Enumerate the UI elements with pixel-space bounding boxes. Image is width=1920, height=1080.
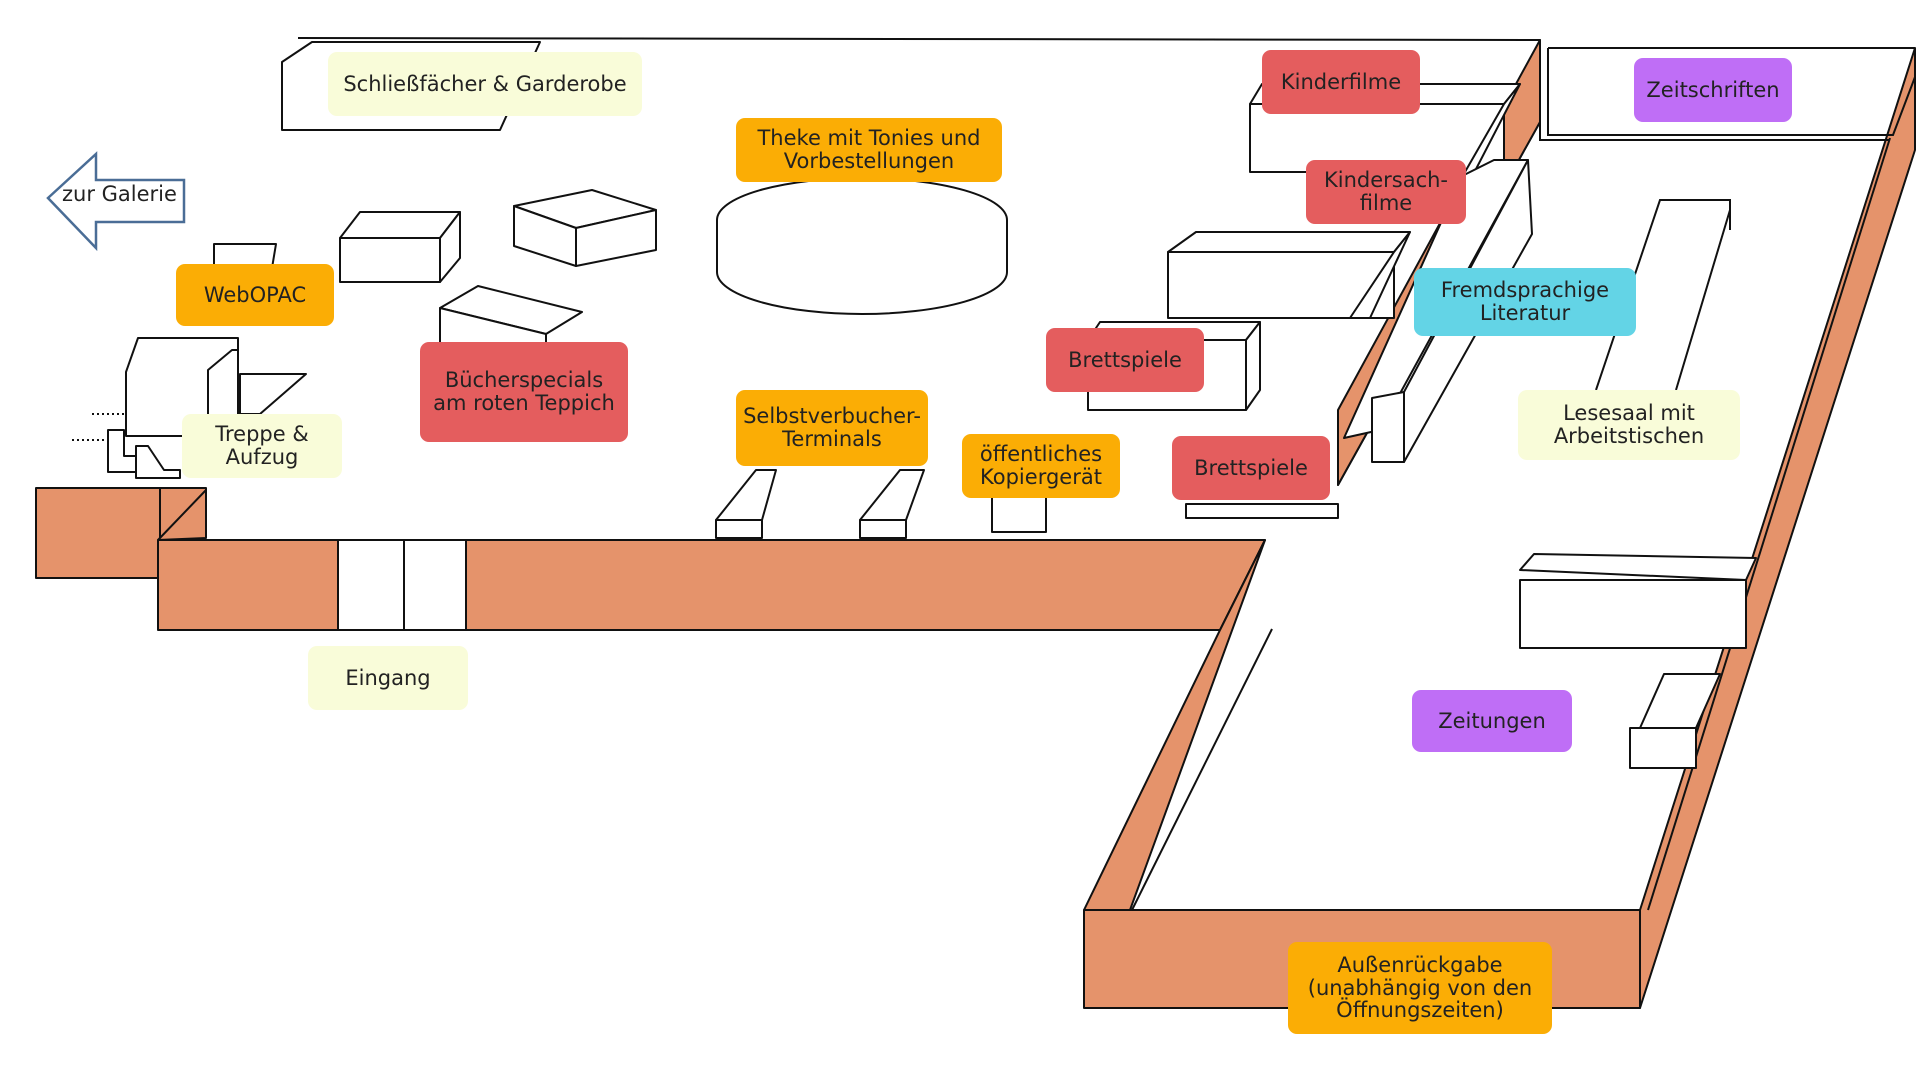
foreign-box <box>1371 391 1405 463</box>
label-copier: öffentliches Kopiergerät <box>962 434 1120 498</box>
reading-table-leg <box>1675 209 1731 391</box>
label-newspapers: Zeitungen <box>1412 690 1572 752</box>
reading-desk-top <box>1519 553 1757 581</box>
label-kids-docs: Kindersach- filme <box>1306 160 1466 224</box>
brett-1-front <box>1167 251 1395 319</box>
label-kids-films: Kinderfilme <box>1262 50 1420 114</box>
wall-left-stub <box>35 487 161 579</box>
label-webopac: WebOPAC <box>176 264 334 326</box>
wall-front-face <box>157 539 1266 631</box>
door-left <box>337 539 405 631</box>
brett-2-side <box>1245 321 1261 411</box>
copier-box <box>991 495 1047 533</box>
stair-landing <box>239 373 307 415</box>
walls <box>35 39 1916 1009</box>
label-lockers: Schließfächer & Garderobe <box>328 52 642 116</box>
stair-step-3 <box>135 445 181 479</box>
inner-wall-right <box>1647 137 1891 911</box>
label-board-games-2: Brettspiele <box>1172 436 1330 500</box>
label-magazines: Zeitschriften <box>1634 58 1792 122</box>
galerie-link[interactable]: zur Galerie <box>62 182 177 206</box>
label-entrance: Eingang <box>308 646 468 710</box>
label-reading-room: Lesesaal mit Arbeitstischen <box>1518 390 1740 460</box>
shelf-box-side <box>439 211 461 283</box>
magazine-shelf-line <box>1539 122 1890 141</box>
label-stairs: Treppe & Aufzug <box>182 414 342 478</box>
inner-wall-line <box>1131 628 1273 911</box>
brett-1-side <box>1349 231 1411 319</box>
wall-right-diagonal <box>1639 47 1916 1009</box>
newspaper-box-front <box>1629 727 1697 769</box>
label-foreign-lit: Fremdsprachige Literatur <box>1414 268 1636 336</box>
terminal-1-front <box>715 519 763 539</box>
brett-1-top <box>1167 231 1411 253</box>
label-book-specials: Bücherspecials am roten Teppich <box>420 342 628 442</box>
terminal-1-top <box>715 469 777 521</box>
label-self-checkout: Selbstverbucher-Terminals <box>736 390 928 466</box>
door-right <box>403 539 467 631</box>
magazine-shelf-box <box>1547 48 1916 136</box>
terminal-2-top <box>859 469 925 521</box>
label-book-return: Außenrückgabe (unabhängig von den Öffnun… <box>1288 942 1552 1034</box>
label-counter: Theke mit Tonies und Vorbestellungen <box>736 118 1002 182</box>
back-wall-line <box>297 37 1541 41</box>
entrance-doors <box>337 539 467 631</box>
label-board-games-1: Brettspiele <box>1046 328 1204 392</box>
galerie-arrow-icon <box>46 151 186 252</box>
terminal-2-front <box>859 519 907 539</box>
box-tilted-right <box>575 209 657 267</box>
reading-desk-front <box>1519 579 1747 649</box>
counter-side <box>716 220 1008 315</box>
shelf-box-front <box>339 237 441 283</box>
brett-3-front <box>1185 503 1339 519</box>
